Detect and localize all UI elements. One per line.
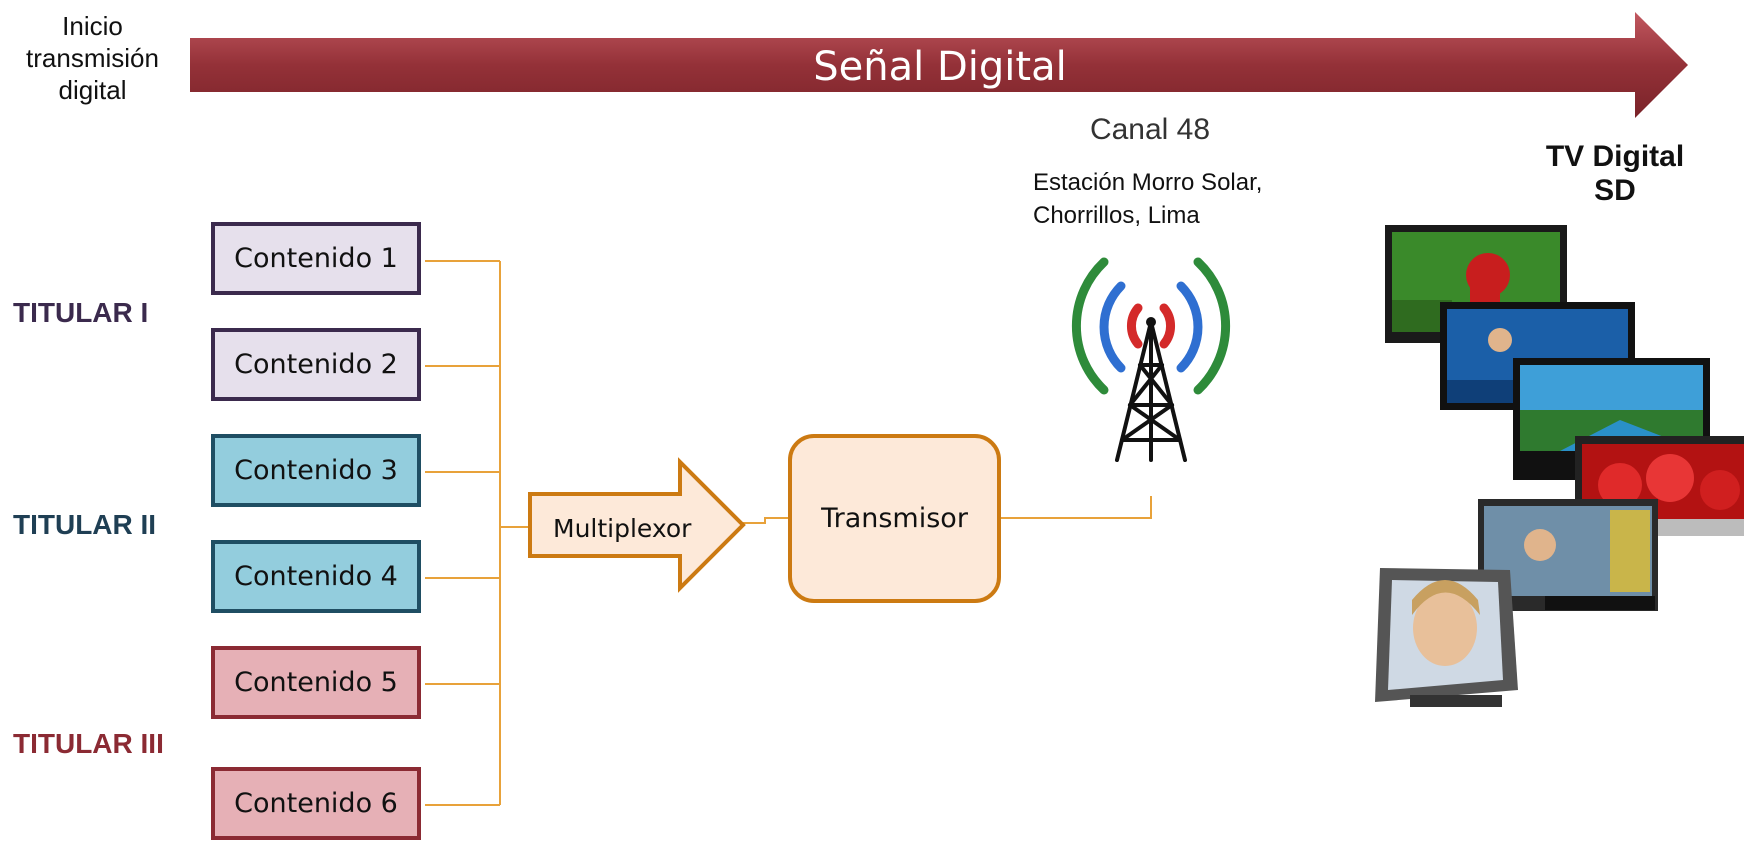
titular-3-label: TITULAR III [13,728,164,759]
content-box-5: Contenido 5 [211,646,421,719]
content-connectors [425,260,1152,806]
multiplexor-arrow [528,457,746,593]
content-box-4: Contenido 4 [211,540,421,613]
inicio-line-2: transmisión [26,43,159,73]
tv-screen-woman [1375,568,1518,707]
content-box-3: Contenido 3 [211,434,421,507]
inicio-line-1: Inicio [62,11,123,41]
tv-digital-line-1: TV Digital [1545,140,1685,173]
content-box-6: Contenido 6 [211,767,421,840]
senal-digital-arrow [190,12,1688,118]
antenna-tower-icon [1071,257,1231,462]
inicio-transmision-label: Inicio transmisión digital [10,10,175,106]
content-box-2: Contenido 2 [211,328,421,401]
transmisor-box: Transmisor [788,434,1001,603]
titular-1-label: TITULAR I [13,297,149,328]
tv-collage [1375,225,1744,707]
station-location-line-2: Chorrillos, Lima [1033,202,1200,229]
inicio-line-3: digital [58,75,127,105]
station-location: Estación Morro Solar, Chorrillos, Lima [1033,166,1262,232]
senal-digital-label: Señal Digital [813,44,1067,90]
station-location-line-1: Estación Morro Solar, [1033,169,1263,196]
tv-digital-label: TV Digital SD [1520,140,1710,208]
titular-2-label: TITULAR II [13,509,157,540]
content-box-1: Contenido 1 [211,222,421,295]
tv-digital-line-2: SD [1594,174,1636,207]
multiplexor-label: Multiplexor [553,514,692,543]
channel-label: Canal 48 [1089,113,1211,146]
